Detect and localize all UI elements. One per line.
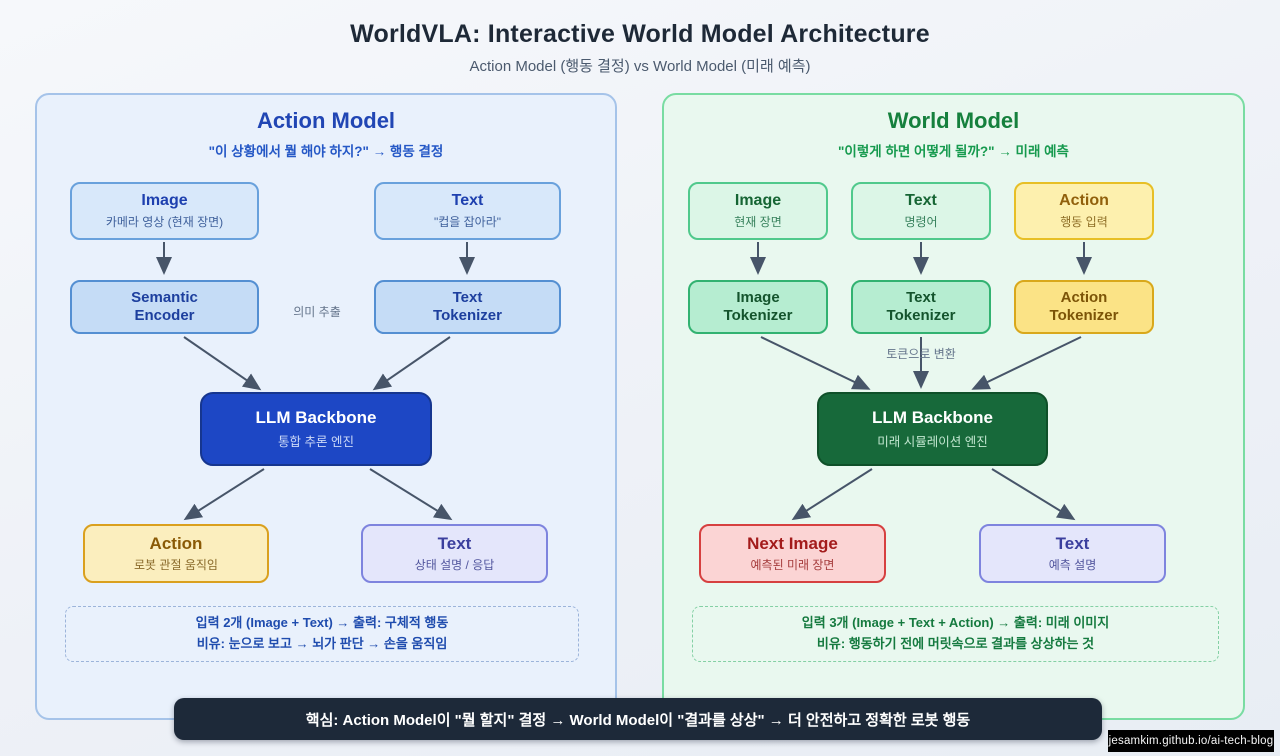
world-input-action-node: Action 행동 입력 (1014, 182, 1154, 240)
node-subtitle: 통합 추론 엔진 (278, 434, 354, 449)
semantic-encoder-node: Semantic Encoder (70, 280, 259, 334)
note-line-1: 입력 3개 (Image + Text + Action) → 출력: 미래 이… (801, 615, 1110, 631)
watermark: jesamkim.github.io/ai-tech-blog (1108, 730, 1274, 752)
action-output-text-node: Text 상태 설명 / 응답 (361, 524, 548, 583)
note-line-1: 입력 2개 (Image + Text) → 출력: 구체적 행동 (195, 615, 449, 631)
world-input-image-node: Image 현재 장면 (688, 182, 828, 240)
node-title: Image (141, 192, 188, 210)
encode-flow-label: 의미 추출 (293, 305, 341, 319)
node-title: Semantic Encoder (131, 289, 198, 324)
node-title: Text (451, 192, 484, 210)
world-model-title: World Model (887, 108, 1020, 133)
arrow-tokenizer-to-llm (372, 336, 451, 391)
node-title: Action (1059, 192, 1109, 210)
image-tokenizer-node: Image Tokenizer (688, 280, 828, 334)
action-model-tagline: "이 상황에서 뭘 해야 하지?" → 행동 결정 (208, 144, 444, 159)
node-title: Image Tokenizer (723, 289, 793, 324)
node-subtitle: 미래 시뮬레이션 엔진 (877, 434, 988, 449)
world-model-panel: World Model "이렇게 하면 어떻게 될까?" → 미래 예측 Ima… (662, 93, 1245, 720)
tokenize-flow-label: 토큰으로 변환 (886, 347, 956, 361)
world-input-text-node: Text 명령어 (851, 182, 991, 240)
page-title: WorldVLA: Interactive World Model Archit… (350, 20, 930, 48)
node-title: Text Tokenizer (886, 289, 956, 324)
node-subtitle: 예측 설명 (1048, 558, 1097, 573)
action-model-panel: Action Model "이 상황에서 뭘 해야 하지?" → 행동 결정 I… (35, 93, 617, 720)
node-title: Action (149, 533, 203, 553)
node-title: LLM Backbone (872, 408, 993, 428)
arrow-image-tokenizer-to-llm (760, 336, 871, 390)
action-output-action-node: Action 로봇 관절 움직임 (83, 524, 269, 583)
node-title: Text (1055, 533, 1090, 553)
arrow-encoder-to-llm (183, 336, 262, 391)
note-line-2: 비유: 눈으로 보고 → 뇌가 판단 → 손을 움직임 (196, 636, 448, 651)
page-subtitle: Action Model (행동 결정) vs World Model (미래 … (469, 58, 811, 75)
world-output-text-node: Text 예측 설명 (979, 524, 1166, 583)
action-tokenizer-node: Action Tokenizer (1014, 280, 1154, 334)
key-takeaway-banner: 핵심: Action Model이 "뭘 할지" 결정 → World Mode… (174, 698, 1102, 740)
node-title: Action Tokenizer (1049, 289, 1119, 324)
action-model-title: Action Model (256, 108, 396, 133)
node-title: Image (734, 192, 782, 210)
arrow-llm-to-next-image (791, 468, 873, 521)
arrow-llm-to-action (183, 468, 265, 521)
node-title: Text Tokenizer (433, 289, 502, 324)
note-line-2: 비유: 행동하기 전에 머릿속으로 결과를 상상하는 것 (816, 636, 1095, 651)
node-subtitle: "컵을 잡아라" (433, 214, 502, 229)
node-title: LLM Backbone (255, 408, 377, 428)
node-subtitle: 예측된 미래 장면 (750, 558, 835, 573)
world-model-note: 입력 3개 (Image + Text + Action) → 출력: 미래 이… (692, 606, 1219, 662)
node-subtitle: 로봇 관절 움직임 (134, 558, 218, 573)
arrow-llm-to-text (369, 468, 453, 521)
node-subtitle: 행동 입력 (1060, 214, 1108, 229)
node-title: Text (905, 192, 937, 210)
node-subtitle: 현재 장면 (734, 214, 782, 229)
node-title: Text (437, 533, 472, 553)
node-subtitle: 상태 설명 / 응답 (414, 558, 495, 573)
world-model-tagline: "이렇게 하면 어떻게 될까?" → 미래 예측 (838, 144, 1069, 159)
node-title: Next Image (747, 533, 838, 553)
action-input-image-node: Image 카메라 영상 (현재 장면) (70, 182, 259, 240)
world-llm-backbone-node: LLM Backbone 미래 시뮬레이션 엔진 (817, 392, 1048, 466)
action-text-tokenizer-node: Text Tokenizer (374, 280, 561, 334)
world-text-tokenizer-node: Text Tokenizer (851, 280, 991, 334)
next-image-output-node: Next Image 예측된 미래 장면 (699, 524, 886, 583)
node-subtitle: 카메라 영상 (현재 장면) (105, 214, 224, 229)
action-llm-backbone-node: LLM Backbone 통합 추론 엔진 (200, 392, 432, 466)
action-model-note: 입력 2개 (Image + Text) → 출력: 구체적 행동 비유: 눈으… (65, 606, 579, 662)
action-input-text-node: Text "컵을 잡아라" (374, 182, 561, 240)
node-subtitle: 명령어 (904, 214, 938, 229)
arrow-action-tokenizer-to-llm (971, 336, 1082, 390)
arrow-llm-to-text (991, 468, 1076, 521)
